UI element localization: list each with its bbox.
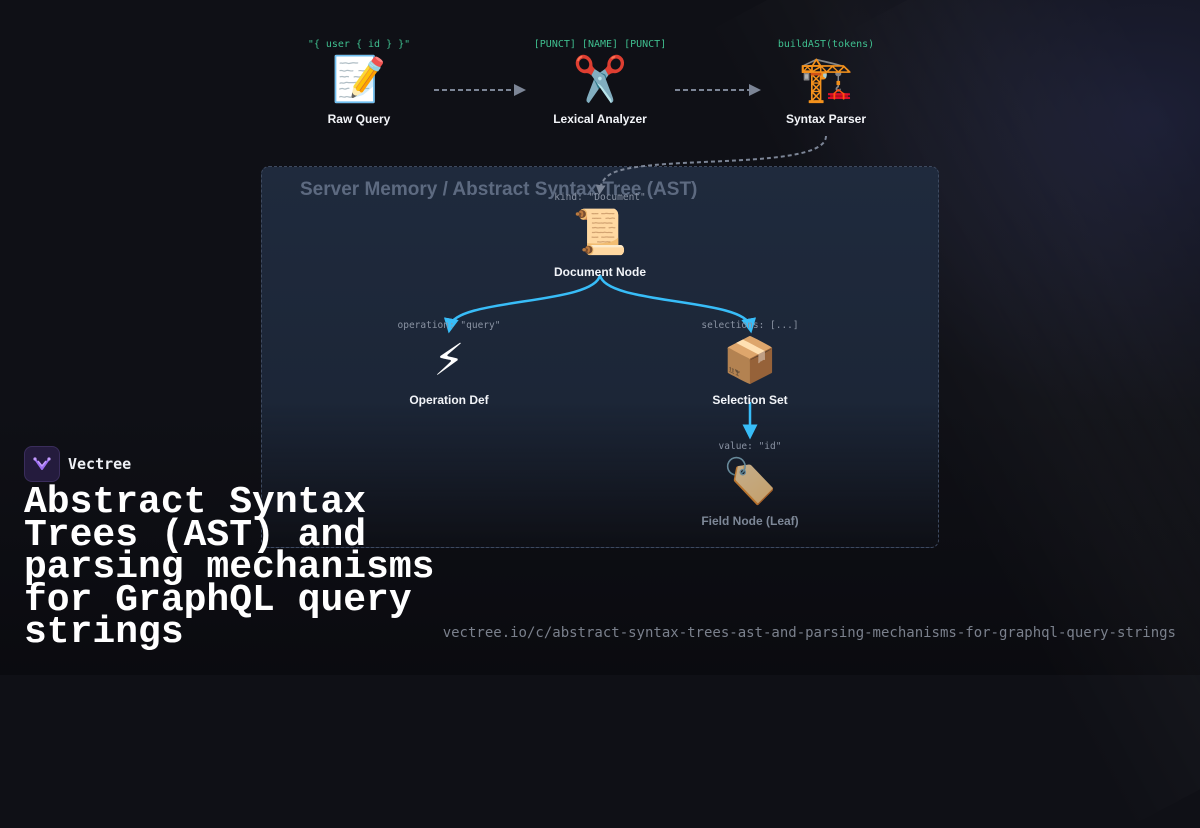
selection-code: selections: [...] [701, 320, 799, 331]
brand: Vectree [24, 446, 132, 482]
diagram-connectors [434, 84, 827, 440]
lightning-icon: ⚡ [433, 335, 465, 386]
page-headline: Abstract Syntax Trees (AST) and parsing … [24, 481, 435, 654]
selection-label: Selection Set [712, 393, 788, 407]
source-url[interactable]: vectree.io/c/abstract-syntax-trees-ast-a… [442, 625, 1176, 641]
operation-code: operation: "query" [397, 320, 501, 331]
document-code: kind: "Document" [554, 192, 646, 203]
syntax-parser-node: buildAST(tokens) 🏗️ Syntax Parser [726, 38, 926, 126]
arrow-parser-to-document [595, 135, 827, 195]
field-node: value: "id" 🏷️ Field Node (Leaf) [650, 440, 850, 528]
edge-document-to-selection [598, 274, 757, 334]
document-node: kind: "Document" 📜 Document Node [500, 191, 700, 279]
document-label: Document Node [553, 265, 646, 279]
selection-set-node: selections: [...] 📦 Selection Set [650, 319, 850, 407]
raw-query-node: "{ user { id } }" 📝 Raw Query [259, 38, 459, 126]
ast-memory-panel: Server Memory / Abstract Syntax Tree (AS… [261, 166, 939, 548]
label-tag-icon: 🏷️ [722, 456, 778, 507]
operation-label: Operation Def [409, 393, 489, 407]
vectree-logo-icon [24, 446, 60, 482]
raw-query-code: "{ user { id } }" [307, 39, 411, 50]
lexical-analyzer-node: [PUNCT] [NAME] [PUNCT] ✂️ Lexical Analyz… [500, 38, 700, 126]
scissors-icon: ✂️ [572, 54, 628, 105]
parser-label: Syntax Parser [785, 112, 867, 126]
package-icon: 📦 [722, 335, 778, 386]
construction-icon: 🏗️ [798, 54, 854, 105]
edge-document-to-operation [443, 274, 602, 334]
parser-code: buildAST(tokens) [777, 39, 875, 50]
lexer-code: [PUNCT] [NAME] [PUNCT] [533, 39, 667, 50]
raw-query-label: Raw Query [327, 112, 391, 126]
scroll-icon: 📜 [572, 207, 628, 258]
operation-def-node: operation: "query" ⚡ Operation Def [349, 319, 549, 407]
brand-name: Vectree [68, 455, 132, 473]
lexer-label: Lexical Analyzer [553, 112, 647, 126]
field-label: Field Node (Leaf) [701, 514, 799, 528]
field-code: value: "id" [718, 441, 782, 452]
memo-icon: 📝 [331, 54, 387, 105]
